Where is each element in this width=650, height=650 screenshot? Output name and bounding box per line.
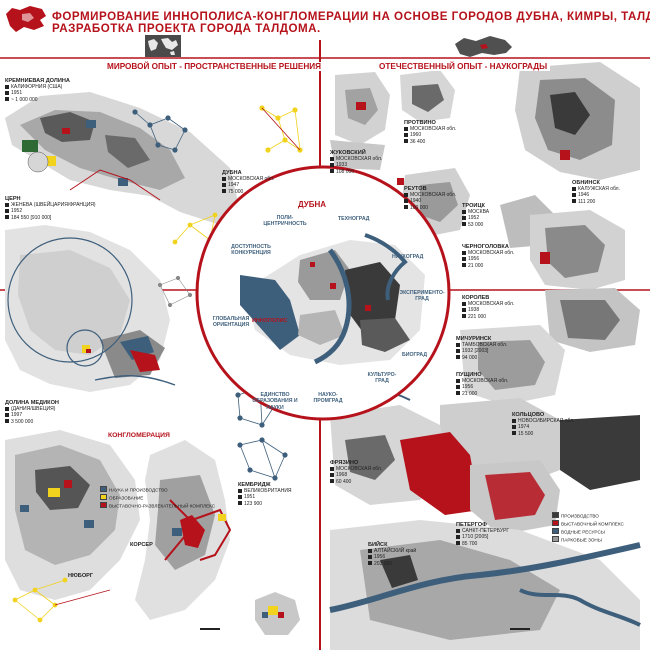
world-map-icon [145,35,181,57]
small-settlement-map [255,592,300,635]
city-dubna: ДУБНА МОСКОВСКАЯ обл. 1947 75 000 [222,170,275,195]
medicon-valley-map [5,430,232,620]
russia-silhouette-icon [455,36,512,57]
city-korolev: КОРОЛЕВ МОСКОВСКАЯ обл. 1938 221 000 [462,295,515,320]
city-protvino: ПРОТВИНО МОСКОВСКАЯ обл. 1960 36 400 [404,120,457,145]
ring-label-technograd: ТЕХНОГРАД [338,216,370,222]
network-diagram-blue-3 [237,437,288,481]
legend-item-science: НАУКА И ПРОИЗВОДСТВО [100,486,215,494]
legend-item-education: ОБРАЗОВАНИЕ [100,493,215,502]
ring-label-unity: ЕДИНСТВО ОБРАЗОВАНИЯ И НАУКИ [252,392,298,411]
city-chernogolovka: ЧЕРНОГОЛОВКА МОСКОВСКАЯ обл. 1956 21 000 [462,244,515,269]
reutov-marker [397,178,404,185]
legend-item-exhibition-complex: ВЫСТАВОЧНЫЙ КОМПЛЕКС [552,519,624,528]
city-nyborg: НЮБОРГ [68,573,94,579]
city-reutov: РЕУТОВ МОСКОВСКАЯ обл. 1940 100 000 [404,186,457,211]
city-silicon-valley: КРЕМНИЕВАЯ ДОЛИНА КАЛИФОРНИЯ (США) 1951 … [5,78,70,103]
obninsk-map [515,62,640,180]
legend-item-production: ПРОИЗВОДСТВО [552,512,624,520]
legend-item-water: ВОДНЫЕ РЕСУРСЫ [552,527,624,536]
city-cambridge: КЕМБРИДЖ ВЕЛИКОБРИТАНИЯ 1951 123 900 [238,482,292,507]
network-diagram-grey-1 [157,275,193,308]
ring-label-accessibility: ДОСТУПНОСТЬ КОНКУРЕНЦИЯ [231,244,271,257]
network-diagram-yellow-2 [172,212,218,245]
city-pushchino: ПУЩИНО МОСКОВСКАЯ обл. 1956 21 000 [456,372,509,397]
legend-swatch-red [100,501,107,508]
scale-bar-left [200,628,220,630]
dubna-central-map [195,165,451,421]
city-koltsovo: КОЛЬЦОВО НОВОСИБИРСКАЯ обл. 1974 15 500 [512,412,575,437]
legend-swatch-dark [552,512,559,518]
legend-swatch-red [552,519,559,526]
konglomeration-title: КОНГЛОМЕРАЦИЯ [108,432,170,439]
ring-label-culturograd: КУЛЬТУРО-ГРАД [367,372,397,385]
city-biysk: БИЙСК АЛТАЙСКИЙ край 1956 203 000 [368,542,417,567]
cern-map [5,225,176,392]
petergof-map [470,460,560,535]
ring-label-global: ГЛОБАЛЬНАЯ ОРИЕНТАЦИЯ [212,316,250,329]
legend-swatch-blue [100,486,107,492]
ring-label-biograd: БИОГРАД [402,352,428,358]
city-obninsk: ОБНИНСК КАЛУЖСКАЯ обл. 1946 111 200 [572,180,620,205]
protvino-map [400,70,455,122]
network-diagram-yellow-1 [259,105,303,153]
legend-swatch-blue [552,527,559,534]
legend-swatch-yellow [100,493,107,500]
city-medicon-valley: ДОЛИНА МЕДИКОН (ДАНИЯ/ШВЕЦИЯ) 1997 3 500… [5,400,59,425]
domestic-legend: ПРОИЗВОДСТВО ВЫСТАВОЧНЫЙ КОМПЛЕКС ВОДНЫЕ… [552,512,624,544]
ring-label-experimentograd: ЭКСПЕРИМЕНТО-ГРАД [399,290,445,303]
silicon-valley-map [5,92,240,225]
poster-title-line-2: РАЗРАБОТКА ПРОЕКТА ГОРОДА ТАЛДОМА. [52,22,321,35]
section-domestic-title: ОТЕЧЕСТВЕННЫЙ ОПЫТ - НАУКОГРАДЫ [376,62,551,71]
poster-title-line-1: ФОРМИРОВАНИЕ ИННОПОЛИСА-КОНГЛОМЕРАЦИИ НА… [52,10,650,23]
section-world-title: МИРОВОЙ ОПЫТ - ПРОСТРАНСТВЕННЫЕ РЕШЕНИЯ [104,62,325,71]
legend-item-parks: ПАРКОВЫЕ ЗОНЫ [552,535,624,544]
city-michurinsk: МИЧУРИНСК ТАМБОВСКАЯ обл. 1932 [2003] 94… [456,336,508,361]
russia-map-icon [6,6,46,32]
korolev-map [545,288,640,352]
innopolis-label: ИННОПОЛИС [252,318,288,324]
dubna-title: ДУБНА [298,200,327,209]
ring-label-polycentric: ПОЛИ-ЦЕНТРИЧНОСТЬ [263,215,307,228]
city-korser: КОРСЕР [130,542,153,548]
legend-item-exhibition: ВЫСТАВОЧНО-РАЗВЛЕКАТЕЛЬНЫЙ КОМПЛЕКС [100,501,215,510]
city-cern: ЦЕРН ЖЕНЕВА (ШВЕЙЦАРИЯ/ФРАНЦИЯ) 1952 184… [5,196,96,221]
ring-label-naukopromgrad: НАУКО-ПРОМГРАД [313,392,343,405]
network-diagram-blue-1 [132,109,188,153]
chernogolovka-map [530,210,625,290]
legend-swatch-grey [552,535,559,542]
ring-label-naukograd: НАУКОГРАД [392,254,424,260]
network-diagram-yellow-3 [12,577,111,623]
city-petergof: ПЕТЕРГОФ САНКТ-ПЕТЕРБУРГ 1710 [2005] 85 … [456,522,510,547]
city-zhukovsky: ЖУКОВСКИЙ МОСКОВСКАЯ обл. 1933 108 000 [330,150,383,175]
scale-bar-right [510,628,530,630]
konglomeration-legend: НАУКА И ПРОИЗВОДСТВО ОБРАЗОВАНИЕ ВЫСТАВО… [100,486,215,510]
city-troitsk: ТРОИЦК МОСКВА 1952 53 000 [462,203,490,228]
city-fryazino: ФРЯЗИНО МОСКОВСКАЯ обл. 1968 60 400 [330,460,383,485]
